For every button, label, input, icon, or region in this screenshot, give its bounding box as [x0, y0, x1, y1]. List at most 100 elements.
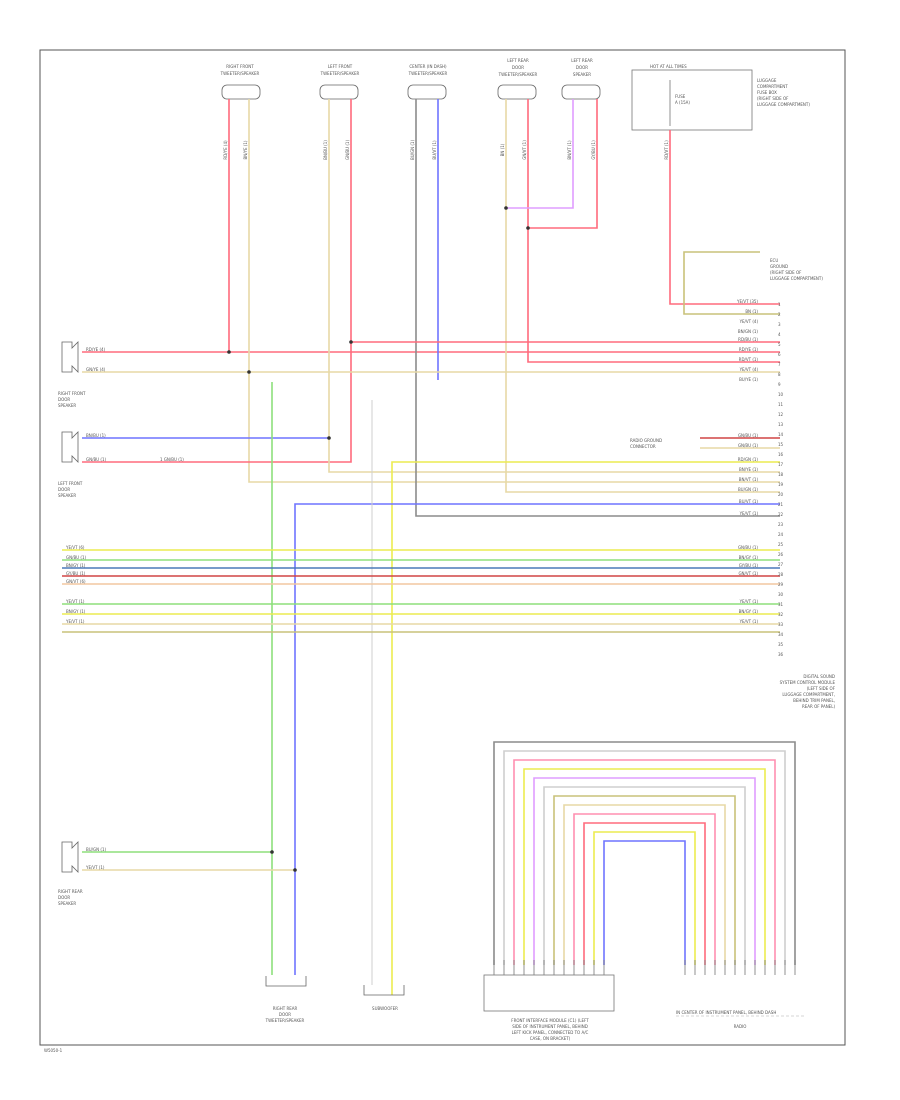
top-wire-label-7: BN (1) — [500, 143, 505, 156]
module-wire-label-18: GN/BU (1) — [738, 545, 758, 550]
center-speaker-label-1: CENTER (IN DASH) — [409, 64, 447, 69]
radio-ground-label-1: RADIO GROUND — [630, 438, 662, 443]
module-wire-label-19: BN/GY (1) — [739, 555, 759, 560]
rr-door-speaker-symbol — [61, 841, 79, 873]
radio: IN CENTER OF INSTRUMENT PANEL, BEHIND DA… — [676, 1010, 805, 1029]
front-interface-module: FRONT INTERFACE MODULE (C1) (LEFT SIDE O… — [483, 974, 615, 1041]
fim-outline — [483, 974, 615, 1012]
mid-wire-label-4: GY/BU (1) — [66, 571, 86, 576]
module-wire-label-23: BN/GY (1) — [739, 609, 759, 614]
lf-speaker-label-1: LEFT FRONT — [328, 64, 353, 69]
lf-speaker-connector — [319, 84, 359, 100]
center-speaker-label-2: TWEETER/SPEAKER — [408, 71, 448, 76]
rr-door-speaker-label-3: SPEAKER — [58, 901, 76, 906]
module-wire-label-13: BN/YE (1) — [739, 467, 758, 472]
module-wire-label-16: BU/VT (1) — [739, 499, 759, 504]
module-wire-label-17: YE/VT (1) — [739, 511, 759, 516]
radio-harness-wire-3 — [513, 759, 776, 965]
module-pin-33: 33 — [778, 622, 784, 627]
radio-harness-wire-11 — [593, 831, 696, 965]
fuse-box: HOT AT ALL TIMES FUSE A (15A) LUGGAGE CO… — [631, 64, 810, 131]
ecu-ground-label-3: (RIGHT SIDE OF — [770, 270, 802, 275]
dsm-label-2: SYSTEM CONTROL MODULE — [780, 680, 836, 685]
splice-5 — [504, 206, 508, 210]
rf-door-speaker-label-1: RIGHT FRONT — [58, 391, 86, 396]
splice-1 — [227, 350, 231, 354]
fuse-box-outline — [631, 69, 753, 131]
rf-wire-label-2: GN/YE (4) — [86, 367, 106, 372]
module-wire-label-1: YE/VT (35) — [736, 299, 758, 304]
module-wire-label-2: BN (1) — [745, 309, 758, 314]
wires — [62, 99, 796, 995]
lf-speaker-label-2: TWEETER/SPEAKER — [320, 71, 360, 76]
module-wire-label-4: BN/GN (1) — [738, 329, 759, 334]
lf-wire-label-2-note: 1 GN/BU (1) — [160, 457, 184, 462]
mid-wire-label-6: YE/VT (1) — [65, 599, 85, 604]
fim-label-4: CASE, ON BRACKET) — [530, 1036, 571, 1041]
radio-harness-wire-4 — [523, 768, 766, 965]
radio-harness-wire-9 — [573, 813, 716, 965]
module-pin-8: 8 — [778, 372, 781, 377]
dsm-label-6: REAR OF PANEL) — [802, 704, 835, 709]
radio-note: IN CENTER OF INSTRUMENT PANEL, BEHIND DA… — [676, 1010, 776, 1015]
dsm-label-3: (LEFT SIDE OF — [807, 686, 836, 691]
rf-speaker-wire-tan — [248, 99, 780, 483]
module-wire-label-3: YE/VT (4) — [739, 319, 759, 324]
module-pin-30: 30 — [778, 592, 784, 597]
module-pin-10: 10 — [778, 392, 784, 397]
module-pin-34: 34 — [778, 632, 784, 637]
fim-label-1: FRONT INTERFACE MODULE (C1) (LEFT — [511, 1018, 589, 1023]
rf-speaker-label-2: TWEETER/SPEAKER — [220, 71, 260, 76]
lr-speaker-label-2: DOOR — [512, 65, 524, 70]
top-wire-label-9: BN/VT (1) — [567, 140, 572, 160]
lr-door-speaker-label-3: SPEAKER — [573, 72, 591, 77]
center-speaker: CENTER (IN DASH) TWEETER/SPEAKER — [407, 64, 448, 100]
top-wire-label-3: BN/BU (1) — [323, 140, 328, 160]
rf-door-speaker-label-3: SPEAKER — [58, 403, 76, 408]
ground-olive — [683, 251, 780, 315]
module-pin-16: 16 — [778, 452, 784, 457]
radio-label: RADIO — [734, 1024, 747, 1029]
rf-speaker-connector — [221, 84, 261, 100]
module-pin-7: 7 — [778, 362, 781, 367]
rr-tweeter-label-1: RIGHT REAR — [273, 1006, 298, 1011]
ecu-ground-label-1: ECU — [770, 258, 778, 263]
module-pin-32: 32 — [778, 612, 784, 617]
lr-door-speaker-label-2: DOOR — [576, 65, 588, 70]
module-wire-label-5: RD/BU (1) — [738, 337, 758, 342]
top-wire-label-10: GY/BU (1) — [591, 140, 596, 160]
center-wire-gray — [415, 99, 780, 517]
digital-sound-module: DIGITAL SOUND SYSTEM CONTROL MODULE (LEF… — [780, 674, 836, 709]
module-wire-label-10: GN/BU (1) — [738, 433, 758, 438]
module-pin-11: 11 — [778, 402, 784, 407]
radio-ground-connector: RADIO GROUND CONNECTOR — [630, 438, 662, 449]
module-pin-29: 29 — [778, 582, 784, 587]
lr-speaker-label-1: LEFT REAR — [507, 58, 529, 63]
module-pin-2: 2 — [778, 312, 781, 317]
module-pin-12: 12 — [778, 412, 784, 417]
module-wire-label-15: BU/GN (1) — [738, 487, 758, 492]
module-pin-15: 15 — [778, 442, 784, 447]
module-pin-20: 20 — [778, 492, 784, 497]
module-pin-22: 22 — [778, 512, 784, 517]
module-pin-4: 4 — [778, 332, 781, 337]
rr-wire-label-2: YE/VT (1) — [85, 865, 105, 870]
fuse-label-2: A (15A) — [675, 100, 690, 105]
module-pin-18: 18 — [778, 472, 784, 477]
module-wire-label-12: RD/GN (1) — [738, 457, 759, 462]
module-pin-6: 6 — [778, 352, 781, 357]
dsm-label-5: BEHIND TRIM PANEL, — [793, 698, 835, 703]
module-wire-label-9: BU/YE (1) — [739, 377, 758, 382]
rf-door-speaker-symbol — [61, 341, 79, 373]
subwoofer-symbol — [363, 985, 405, 996]
radio-harness-wire-5 — [533, 777, 756, 965]
module-pin-36: 36 — [778, 652, 784, 657]
mid-wire-label-7: BN/GY (1) — [66, 609, 86, 614]
fim-label-3: LEFT KICK PANEL, CONNECTED TO A/C — [512, 1030, 589, 1035]
top-wire-label-11: RD/VT (1) — [664, 140, 669, 160]
rr-tweeter-label-2: DOOR — [279, 1012, 291, 1017]
subwoofer: SUBWOOFER — [363, 985, 405, 1011]
lf-speaker-wire-tan — [328, 99, 780, 473]
hot-at-all-times-label: HOT AT ALL TIMES — [650, 64, 687, 69]
lf-door-speaker-label-2: DOOR — [58, 487, 70, 492]
